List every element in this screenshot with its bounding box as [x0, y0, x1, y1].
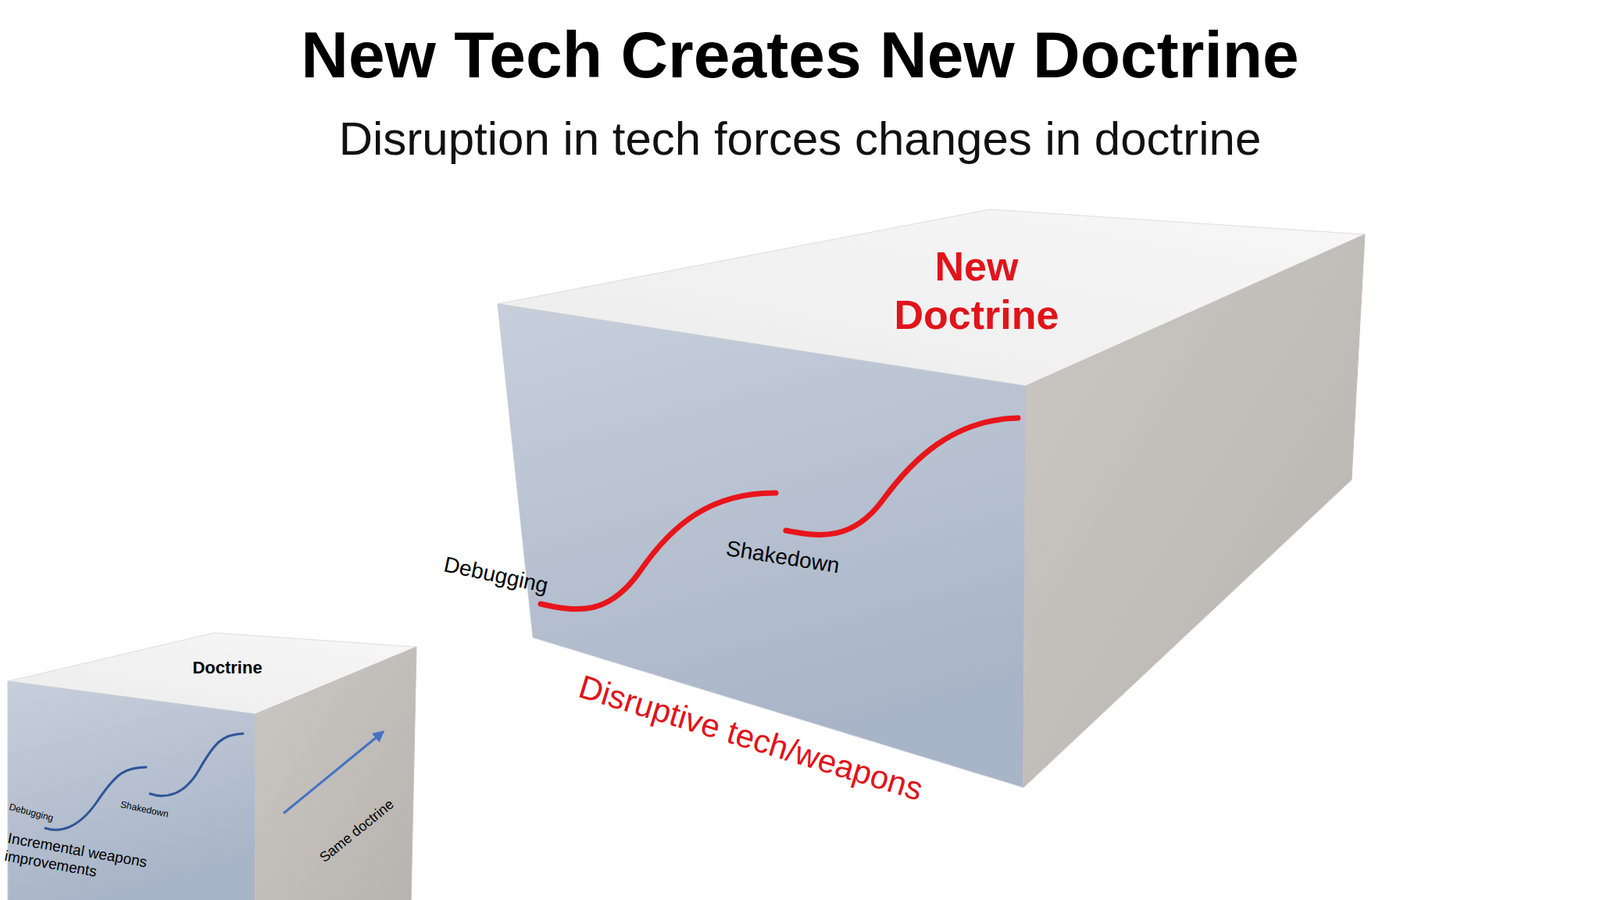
- title: New Tech Creates New Doctrine: [0, 17, 1600, 93]
- side-face: [255, 646, 417, 900]
- large-cuboid-box: New DoctrineDebuggingShakedownDisruptive…: [492, 203, 1372, 810]
- phase-label: Shakedown: [724, 535, 842, 579]
- s-curve: [785, 417, 1018, 535]
- phase-label: Shakedown: [119, 798, 170, 820]
- subtitle: Disruption in tech forces changes in doc…: [0, 111, 1600, 166]
- axis-label: Incremental weapons improvements: [3, 829, 164, 893]
- side-face: [1023, 234, 1365, 788]
- progress-arrow: [283, 732, 383, 814]
- axis-label: Same doctrine: [316, 796, 398, 867]
- box-heading: Doctrine: [192, 657, 262, 679]
- phase-label: Debugging: [441, 550, 550, 599]
- front-face: [497, 303, 1026, 788]
- small-cuboid-box: DoctrineDebugging ShakedownIncremental we…: [0, 625, 422, 900]
- phase-label: Debugging: [7, 801, 55, 825]
- s-curve: [150, 733, 243, 797]
- axis-label: Disruptive tech/weapons: [574, 667, 928, 810]
- s-curve: [45, 767, 147, 830]
- box-heading: New Doctrine: [851, 242, 1102, 340]
